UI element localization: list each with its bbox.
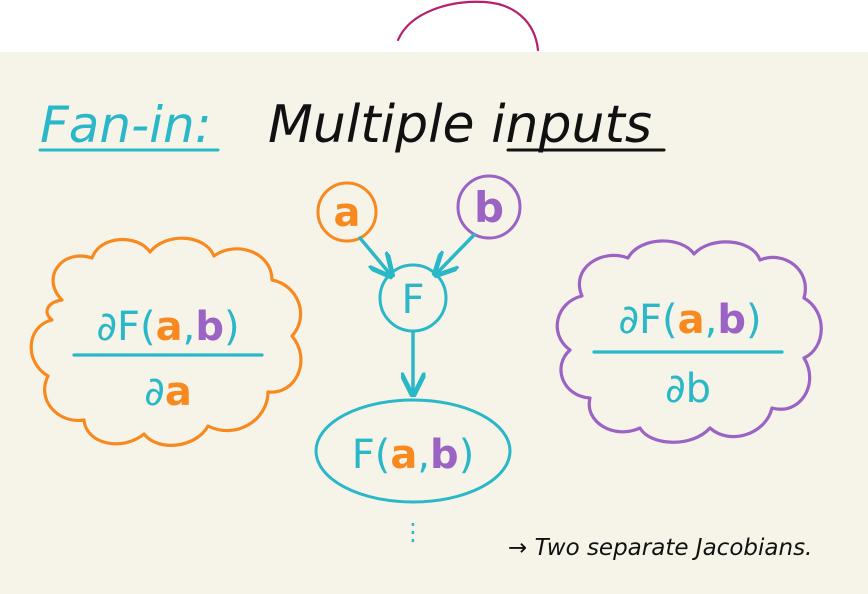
- partial-a-den-d: ∂: [144, 369, 165, 415]
- partial-b-den-d: ∂: [665, 366, 686, 412]
- partial-a-num-b: b: [195, 304, 224, 350]
- continuation-ellipsis: ⋮: [401, 518, 425, 546]
- input-node-a-label: a: [334, 190, 361, 236]
- input-node-b: b: [456, 174, 522, 240]
- jacobians-note: → Two separate Jacobians.: [508, 535, 812, 561]
- input-node-b-label: b: [474, 183, 504, 232]
- svg-text:Fan-in:: Fan-in:: [40, 96, 212, 154]
- output-node: F(a,b): [314, 398, 512, 504]
- partial-a-num-close: ): [224, 304, 240, 350]
- output-open: F(: [352, 432, 391, 478]
- title-text-underlined: inputs: [491, 95, 652, 155]
- partial-b-num-a: a: [678, 297, 705, 343]
- cloud-outline-orange: [29, 236, 303, 447]
- partial-wrt-a-cloud: ∂F(a,b) ∂a: [29, 236, 303, 447]
- svg-text:Multiple inputs: Multiple inputs: [268, 95, 652, 155]
- partial-b-num-d: ∂F(: [618, 297, 677, 343]
- partial-b-num-b: b: [717, 297, 746, 343]
- svg-text:∂F(a,b): ∂F(a,b): [96, 304, 239, 350]
- function-node-f-label: F: [401, 277, 424, 323]
- title: Fan-in: Multiple inputs: [38, 95, 666, 155]
- output-b: b: [430, 432, 459, 478]
- partial-a-num-d: ∂F(: [96, 304, 155, 350]
- arrow-a-to-f: [358, 236, 390, 274]
- partial-wrt-b-cloud: ∂F(a,b) ∂b: [555, 239, 823, 444]
- cloud-outline-purple: [555, 239, 823, 444]
- partial-b-num-comma: ,: [705, 297, 718, 343]
- svg-text:∂b: ∂b: [665, 366, 711, 412]
- output-a: a: [390, 432, 417, 478]
- title-text: Multiple: [268, 95, 491, 155]
- input-node-a: a: [316, 181, 378, 243]
- svg-text:∂a: ∂a: [144, 369, 192, 415]
- partial-b-den-var: b: [686, 366, 711, 412]
- svg-text:F(a,b): F(a,b): [352, 432, 475, 478]
- partial-a-num-a: a: [156, 304, 183, 350]
- top-arc-decoration: [396, 0, 540, 52]
- title-colon: :: [195, 96, 212, 154]
- partial-a-num-comma: ,: [183, 304, 196, 350]
- output-close: ): [459, 432, 475, 478]
- title-prefix: Fan-in: [40, 96, 195, 154]
- svg-text:∂F(a,b): ∂F(a,b): [618, 297, 761, 343]
- partial-a-den-var: a: [165, 369, 192, 415]
- output-comma: ,: [417, 432, 430, 478]
- arrow-b-to-f: [437, 233, 476, 273]
- partial-b-num-close: ): [746, 297, 762, 343]
